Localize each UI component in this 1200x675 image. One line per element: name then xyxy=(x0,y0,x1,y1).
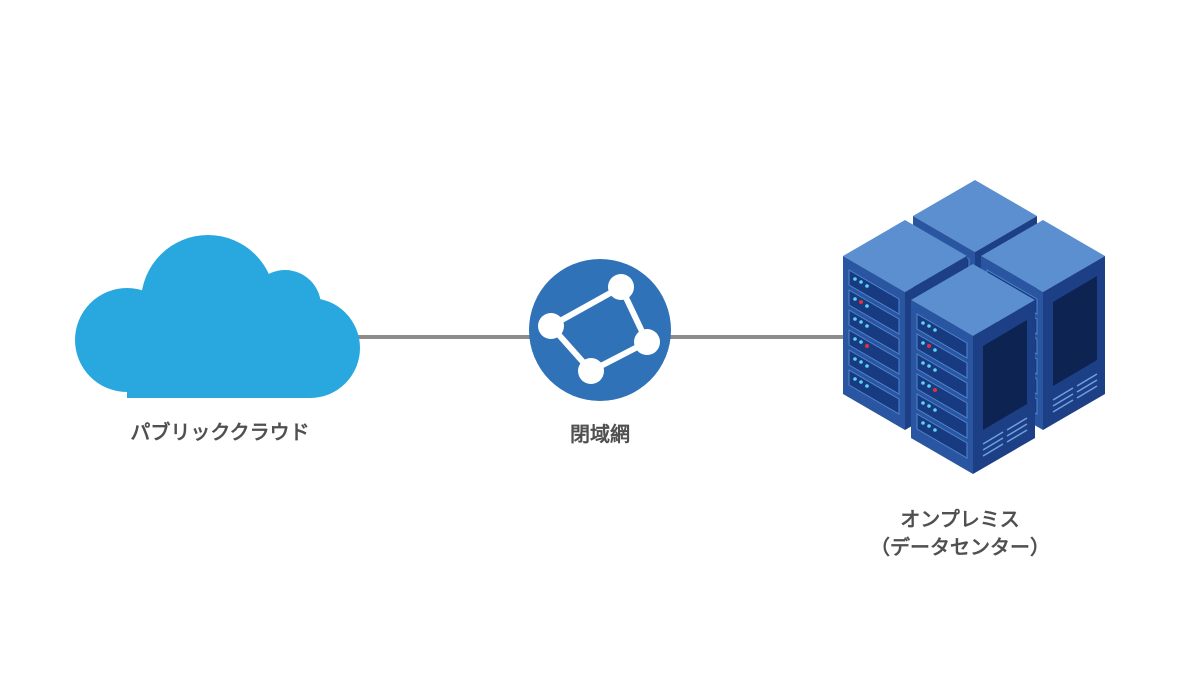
public-cloud-node xyxy=(75,230,365,400)
network-graph-icon xyxy=(529,259,671,401)
closed-network-label: 閉域網 xyxy=(570,422,630,446)
server-racks-icon xyxy=(842,179,1106,475)
on-premises-node xyxy=(835,178,1106,478)
server-rack-front xyxy=(910,263,1036,475)
on-premises-label: オンプレミス （データセンター） xyxy=(840,505,1080,561)
connector-cloud-to-network xyxy=(355,335,535,339)
cloud-icon xyxy=(75,235,360,398)
on-premises-label-line2: （データセンター） xyxy=(870,535,1050,559)
public-cloud-label: パブリッククラウド xyxy=(130,420,310,444)
closed-network-node xyxy=(527,257,673,403)
on-premises-label-line1: オンプレミス xyxy=(900,507,1020,531)
connector-network-to-onprem xyxy=(665,335,850,339)
